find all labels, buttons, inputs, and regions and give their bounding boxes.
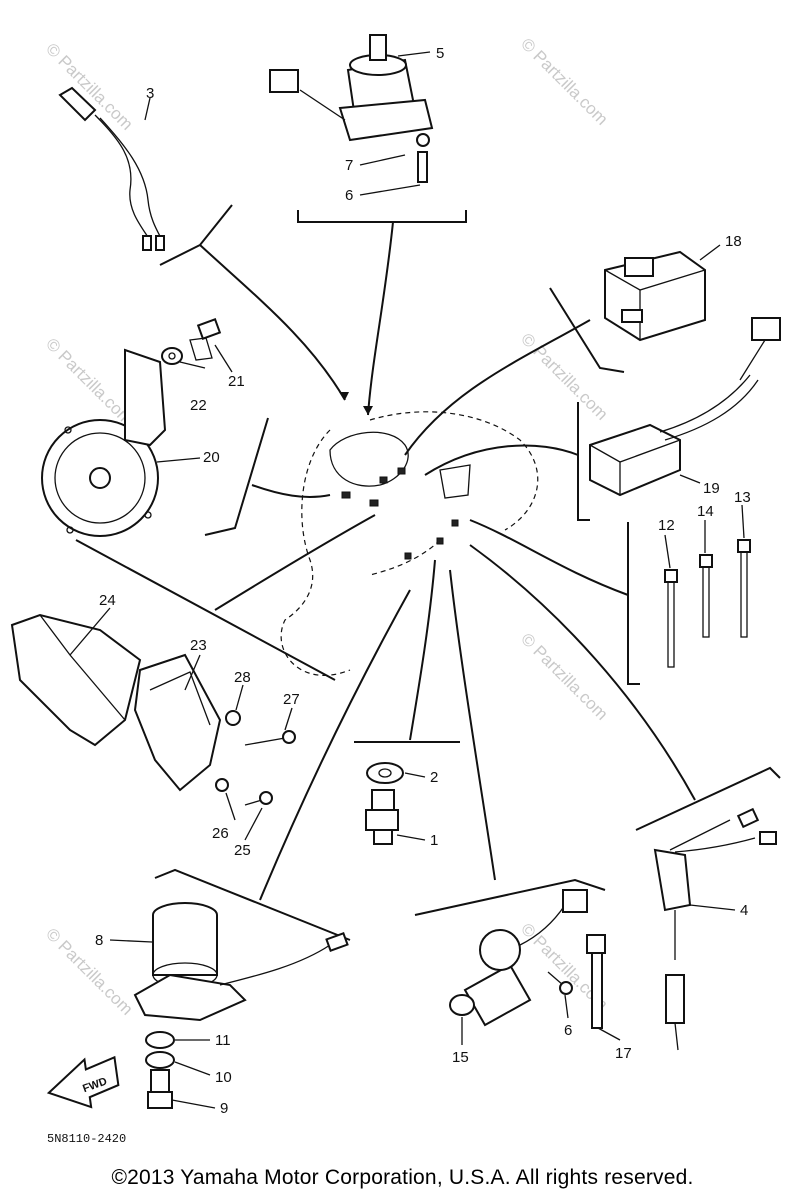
callout-leaders	[69, 51, 745, 1109]
callout-12: 12	[658, 517, 675, 534]
callout-28: 28	[234, 669, 251, 686]
callout-23: 23	[190, 637, 207, 654]
callout-5: 5	[436, 45, 444, 62]
callout-22: 22	[190, 397, 207, 414]
clip-marker	[397, 467, 406, 475]
parts-diagram: © Partzilla.com © Partzilla.com © Partzi…	[10, 34, 781, 1146]
drawing-code: 5N8110-2420	[47, 1132, 126, 1146]
callout-8: 8	[95, 932, 103, 949]
clip-marker	[369, 499, 379, 507]
callout-25: 25	[234, 842, 251, 859]
part-26-washer	[215, 778, 229, 792]
callout-19: 19	[703, 480, 720, 497]
part-22-washer	[161, 347, 183, 365]
part-11-washer	[145, 1031, 175, 1049]
callout-7: 7	[345, 157, 353, 174]
callout-3: 3	[146, 85, 154, 102]
clip-marker	[341, 491, 351, 499]
callout-4: 4	[740, 902, 748, 919]
callout-27: 27	[283, 691, 300, 708]
callout-15: 15	[452, 1049, 469, 1066]
watermark: © Partzilla.com	[517, 329, 611, 423]
part-9-bolt	[147, 1069, 173, 1109]
callout-13: 13	[734, 489, 751, 506]
part-23-reflector	[133, 653, 222, 792]
part-3-sensor	[58, 86, 165, 251]
frame-outline	[280, 411, 539, 676]
part-8-solenoid	[133, 902, 349, 1022]
group-brackets	[75, 204, 781, 941]
part-28-nut	[225, 710, 241, 726]
copyright-notice: ©2013 Yamaha Motor Corporation, U.S.A. A…	[111, 1166, 694, 1189]
callout-6-bottom: 6	[564, 1022, 572, 1039]
callout-20: 20	[203, 449, 220, 466]
watermark: © Partzilla.com	[517, 629, 611, 723]
callout-21: 21	[228, 373, 245, 390]
part-13-cable-tie	[737, 539, 751, 638]
part-25-screw	[244, 791, 273, 806]
part-5-main-switch	[269, 34, 434, 183]
callout-14: 14	[697, 503, 714, 520]
clip-marker	[436, 537, 444, 545]
clip-marker	[379, 476, 388, 484]
arrowhead	[339, 392, 349, 400]
callout-18: 18	[725, 233, 742, 250]
part-6-screw	[547, 971, 573, 995]
part-10-washer	[145, 1051, 175, 1069]
callouts: 3 5 7 6 18 22 21 20 19 12 14 13 24 23 28…	[47, 45, 751, 1146]
part-2-washer	[366, 762, 404, 784]
watermark: © Partzilla.com	[42, 924, 136, 1018]
part-19-unit	[589, 317, 781, 497]
arrowhead	[363, 406, 373, 415]
part-15-switch	[449, 889, 588, 1027]
callout-10: 10	[215, 1069, 232, 1086]
part-17-bracket	[586, 934, 606, 1029]
part-24-housing	[10, 613, 142, 747]
callout-9: 9	[220, 1100, 228, 1117]
leader-lines	[199, 221, 696, 901]
clip-marker	[404, 552, 412, 560]
watermark: © Partzilla.com	[42, 39, 136, 133]
part-12-cable-tie	[664, 569, 678, 668]
part-27-screw	[244, 730, 296, 746]
callout-11: 11	[215, 1032, 231, 1049]
fwd-arrow-icon: FWD	[46, 1055, 120, 1109]
watermark: © Partzilla.com	[517, 34, 611, 128]
part-18-relay	[604, 250, 706, 342]
part-14-cable-tie	[699, 554, 713, 638]
part-4-brake-switch	[653, 807, 777, 1051]
callout-1: 1	[430, 832, 438, 849]
part-21-bolt	[189, 318, 222, 361]
callout-2: 2	[430, 769, 438, 786]
part-20-horn	[41, 348, 167, 537]
part-1-switch	[365, 789, 399, 845]
callout-17: 17	[615, 1045, 632, 1062]
callout-24: 24	[99, 592, 116, 609]
callout-26: 26	[212, 825, 229, 842]
clip-marker	[451, 519, 459, 527]
callout-6-top: 6	[345, 187, 353, 204]
watermark: © Partzilla.com	[42, 334, 136, 428]
